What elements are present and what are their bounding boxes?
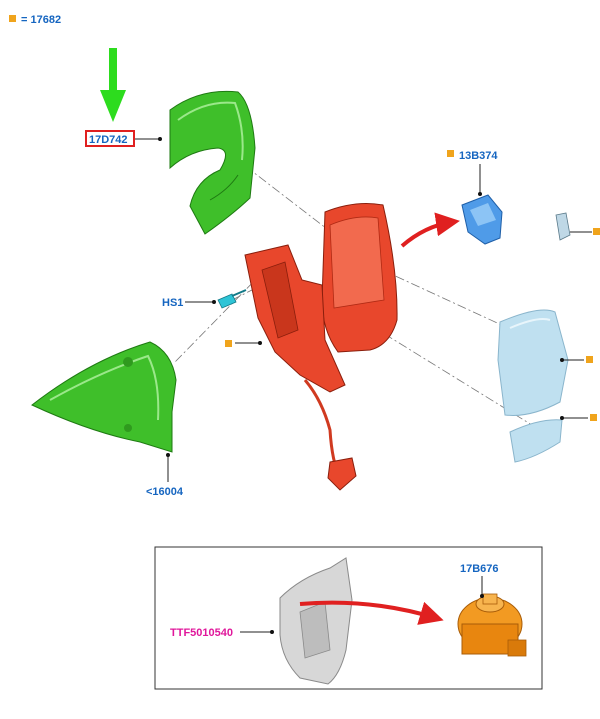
motor-part xyxy=(457,593,527,657)
spotter-glass-part xyxy=(509,419,563,463)
inset-panel: TTF5010540 17B676 xyxy=(154,546,543,690)
legend: = 17682 xyxy=(9,14,61,26)
legend-marker-glass-icon xyxy=(586,356,593,363)
mirror-cap-part xyxy=(169,90,256,235)
legend-marker-housing-icon xyxy=(225,340,232,347)
legend-text: = 17682 xyxy=(21,14,61,26)
label-16004: <16004 xyxy=(146,486,184,498)
label-13b374: 13B374 xyxy=(459,150,498,162)
red-callout-arrow xyxy=(400,212,460,248)
label-ttf5010540: TTF5010540 xyxy=(170,627,233,639)
label-17b676: 17B676 xyxy=(460,563,499,575)
label-17d742-highlight xyxy=(85,130,135,147)
green-pointer-arrow xyxy=(100,48,126,122)
inset-red-arrow xyxy=(299,600,444,625)
legend-marker-clip-icon xyxy=(593,228,600,235)
bottom-cover-part xyxy=(31,341,177,453)
door-panel-part xyxy=(279,557,353,685)
label-17d742: 17D742 xyxy=(89,134,128,146)
legend-marker-icon xyxy=(9,15,16,22)
screw-part xyxy=(217,289,247,309)
mirror-glass-part xyxy=(497,309,569,416)
legend-marker-spotter-icon xyxy=(590,414,597,421)
legend-marker-actuator-icon xyxy=(447,150,454,157)
actuator-part xyxy=(461,194,503,245)
connector-clip-part xyxy=(555,212,571,241)
label-hs1: HS1 xyxy=(162,297,183,309)
mirror-housing-part xyxy=(244,203,398,491)
